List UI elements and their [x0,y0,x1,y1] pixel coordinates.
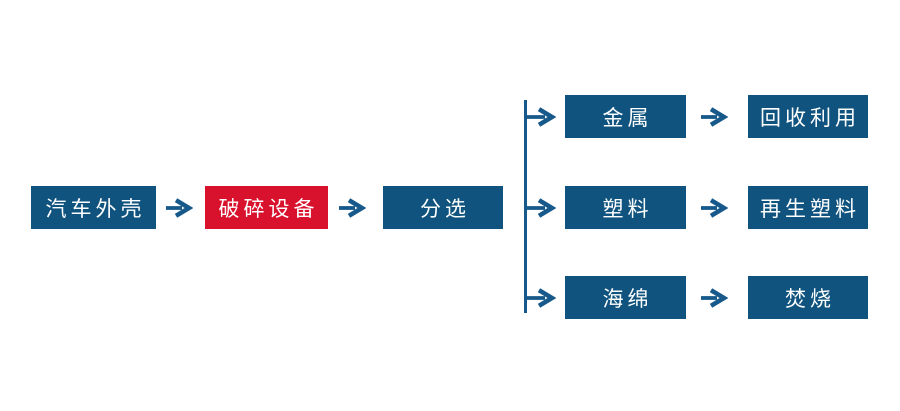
node-metal-label: 金属 [602,106,653,130]
arrow-right-icon [701,198,728,218]
node-crusher: 破碎设备 [205,186,328,229]
node-crusher-label: 破碎设备 [218,197,319,221]
node-car-shell: 汽车外壳 [31,186,156,229]
arrow-right-icon [526,288,556,308]
node-plastic: 塑料 [565,186,686,229]
node-recycled-plastic-label: 再生塑料 [760,197,860,221]
node-incineration-label: 焚烧 [785,287,835,311]
arrow-right-icon [701,107,728,127]
arrow-right-icon [701,288,728,308]
node-incineration: 焚烧 [748,276,868,319]
node-car-shell-label: 汽车外壳 [45,197,146,221]
arrow-right-icon [166,198,193,218]
node-recycled-plastic: 再生塑料 [748,186,868,229]
node-recycle: 回收利用 [748,95,868,138]
branch-connector-line [524,100,527,313]
arrow-right-icon [526,107,556,127]
node-recycle-label: 回收利用 [760,106,860,130]
node-sponge-label: 海绵 [602,287,653,311]
node-plastic-label: 塑料 [602,197,653,221]
arrow-right-icon [339,198,366,218]
node-sorting: 分选 [383,186,503,229]
arrow-right-icon [526,198,556,218]
node-sorting-label: 分选 [420,197,470,221]
node-sponge: 海绵 [565,276,686,319]
node-metal: 金属 [565,95,686,138]
